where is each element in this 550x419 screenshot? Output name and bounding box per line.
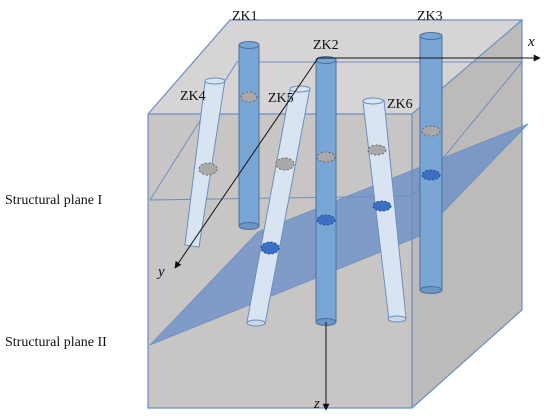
axes: x y z bbox=[156, 34, 541, 412]
label-zk3: ZK3 bbox=[417, 9, 443, 24]
z-axis-label: z bbox=[313, 396, 320, 412]
x-axis-label: x bbox=[527, 34, 535, 50]
borehole-zk5 bbox=[246, 85, 311, 327]
borehole-zk1 bbox=[238, 41, 260, 230]
borehole-labels: ZK1 ZK2 ZK3 ZK4 ZK5 ZK6 bbox=[180, 9, 443, 112]
borehole-zk2 bbox=[315, 56, 337, 326]
label-zk1: ZK1 bbox=[232, 9, 258, 24]
borehole-zk6 bbox=[362, 97, 407, 323]
boreholes bbox=[184, 32, 443, 327]
borehole-zk3 bbox=[419, 32, 443, 294]
plane-labels: Structural plane I Structural plane II bbox=[5, 193, 107, 350]
label-structural-plane-2: Structural plane II bbox=[5, 335, 107, 350]
label-zk2: ZK2 bbox=[313, 38, 339, 53]
label-zk5: ZK5 bbox=[268, 91, 294, 106]
label-structural-plane-1: Structural plane I bbox=[5, 193, 103, 208]
y-axis-label: y bbox=[156, 264, 165, 280]
borehole-zk4 bbox=[184, 77, 226, 248]
y-axis-line bbox=[174, 57, 319, 269]
label-zk4: ZK4 bbox=[180, 89, 206, 104]
label-zk6: ZK6 bbox=[387, 97, 413, 112]
